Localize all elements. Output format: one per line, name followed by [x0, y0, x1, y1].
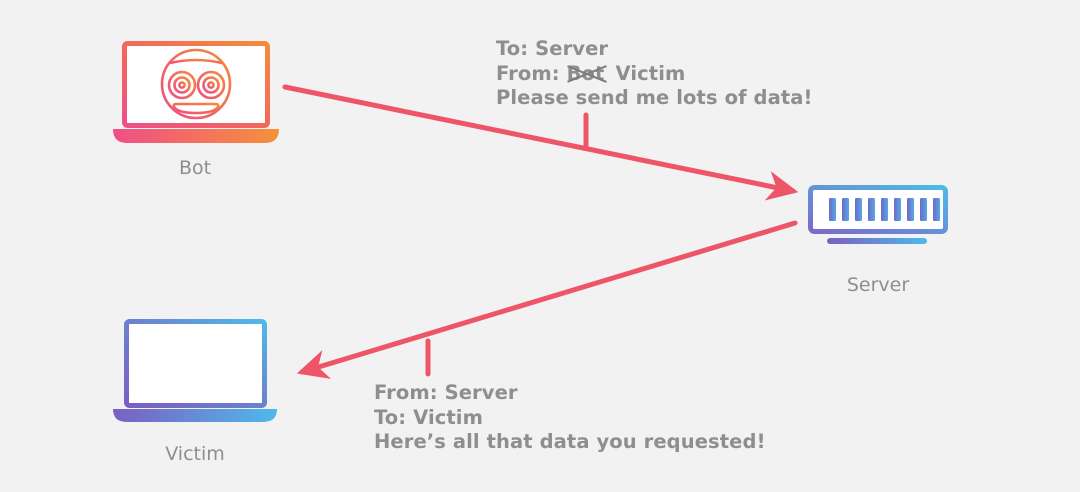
- victim-device: [115, 316, 277, 422]
- bot-to-server-request: To: Server From: Bot Victim Please send m…: [496, 37, 813, 111]
- server-to-victim-response: From: Server To: Victim Here’s all that …: [374, 381, 766, 455]
- victim-label: Victim: [165, 443, 225, 465]
- arrow-bot-to-server: [282, 84, 799, 201]
- laptop-icon: [113, 319, 277, 422]
- request-line-to: To: Server: [496, 37, 609, 60]
- response-line-to: To: Victim: [374, 405, 484, 429]
- response-line-from: From: Server: [374, 381, 518, 404]
- laptop-robot-icon: [113, 41, 279, 143]
- response-line-body: Here’s all that data you requested!: [374, 430, 766, 453]
- arrow-server-to-victim: [296, 220, 798, 379]
- request-from-prefix: From:: [496, 61, 567, 85]
- server-base-bar: [827, 238, 927, 244]
- server-device: [806, 184, 950, 246]
- request-from-struck-bot: Bot: [566, 61, 605, 85]
- bot-device: [110, 38, 282, 146]
- server-icon: [808, 185, 948, 244]
- bot-label: Bot: [178, 157, 212, 179]
- request-from-victim: Victim: [615, 61, 686, 85]
- robot-face-icon: [160, 48, 232, 120]
- request-line-body: Please send me lots of data!: [496, 86, 813, 109]
- server-label: Server: [846, 274, 910, 296]
- request-line-from: From: Bot Victim: [496, 62, 813, 87]
- server-led-bars: [829, 198, 940, 221]
